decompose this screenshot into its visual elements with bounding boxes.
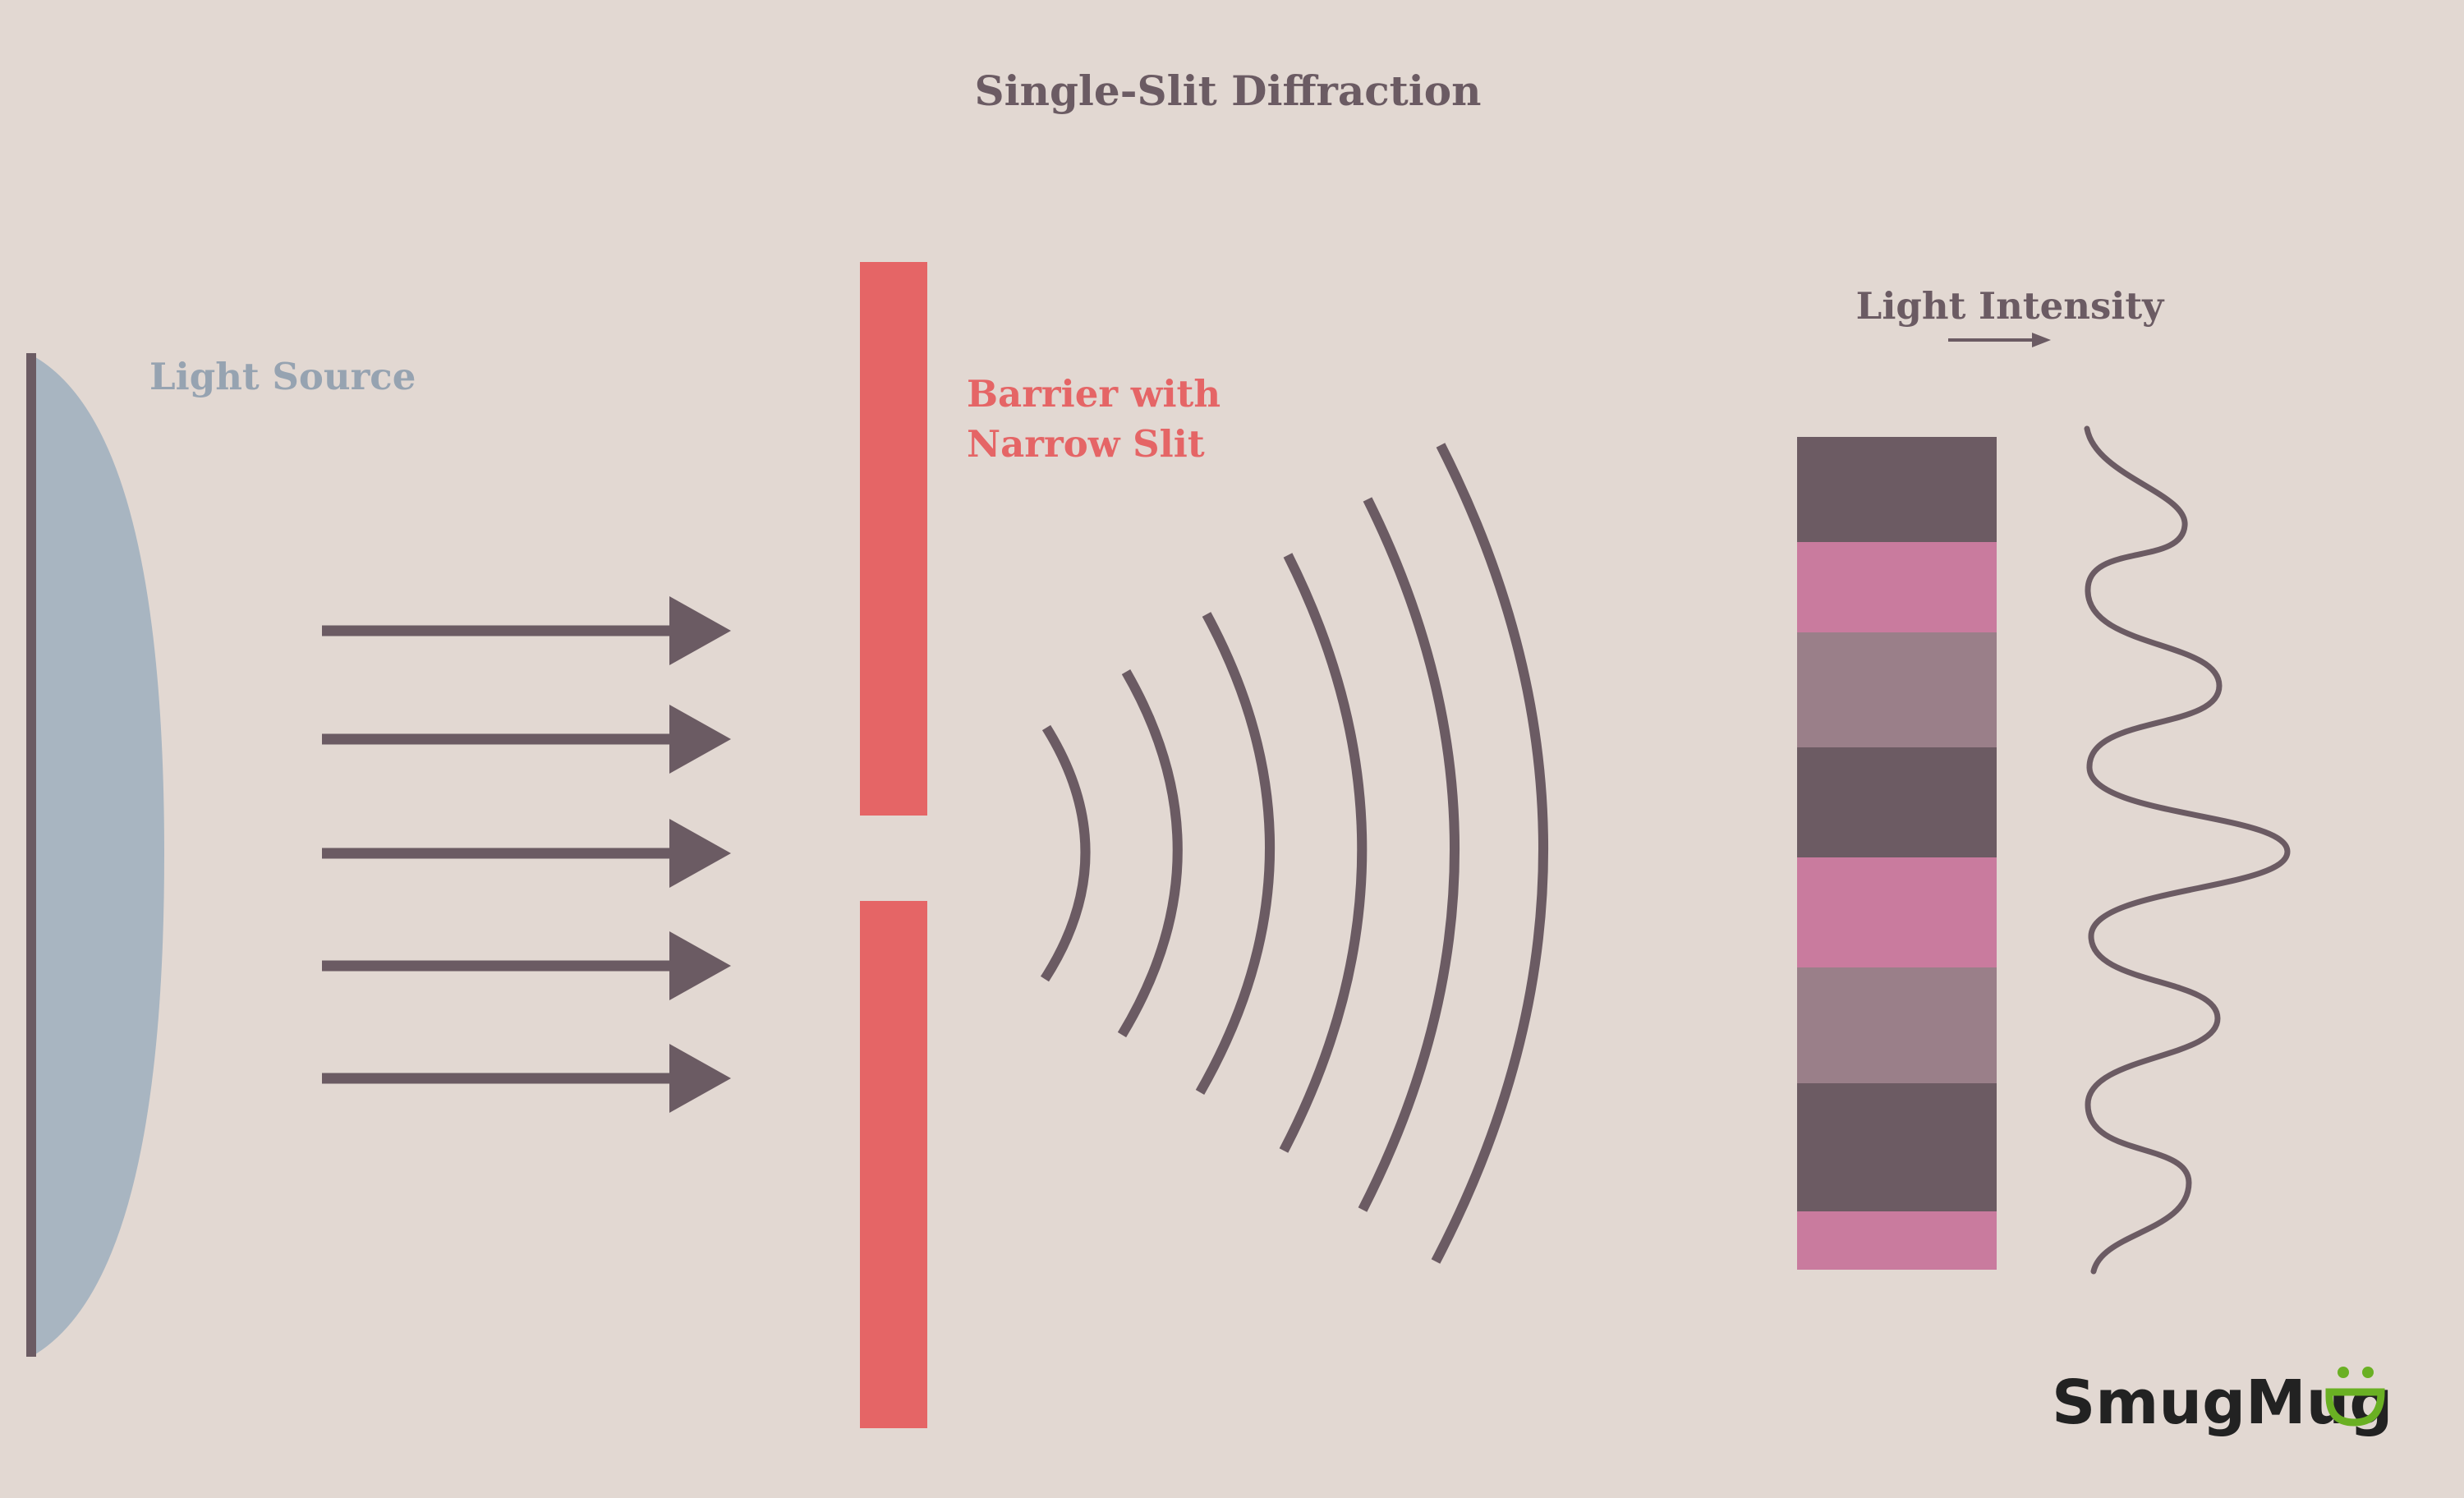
diffracted-wavefronts — [1040, 443, 1548, 1264]
incident-arrows — [322, 596, 731, 1113]
light-source — [26, 353, 164, 1357]
barrier-upper — [860, 262, 927, 816]
fringe-band-dark — [1797, 437, 1997, 542]
fringe-band-pink — [1797, 542, 1997, 632]
incident-arrow — [322, 596, 731, 665]
wavefront-arc — [1195, 612, 1275, 1095]
fringe-band-dark — [1797, 1083, 1997, 1211]
incident-arrow — [322, 1044, 731, 1113]
fringe-band-mauve — [1797, 632, 1997, 747]
light-source-lens — [31, 355, 164, 1357]
light-source-label: Light Source — [149, 355, 416, 398]
incident-arrow — [322, 931, 731, 1000]
smiley-icon — [2325, 1367, 2385, 1427]
fringe-band-mauve — [1797, 967, 1997, 1083]
barrier-lower — [860, 901, 927, 1428]
barrier-label-line2: Narrow Slit — [967, 422, 1205, 466]
logo-text: SmugMug — [2052, 1367, 2393, 1438]
intensity-arrow — [1948, 333, 2051, 347]
fringe-band-dark — [1797, 747, 1997, 857]
barrier — [860, 262, 927, 1428]
light-source-bar — [26, 353, 36, 1357]
wavefront-arc — [1279, 553, 1368, 1153]
diagram-title: Single-Slit Diffraction — [975, 67, 1482, 115]
fringe-band-pink — [1797, 857, 1997, 967]
incident-arrow — [322, 819, 731, 888]
fringe-band-pink — [1797, 1211, 1997, 1270]
wavefront-arc — [1358, 497, 1460, 1212]
barrier-label-line1: Barrier with — [967, 372, 1221, 416]
light-intensity-label: Light Intensity — [1856, 284, 2165, 328]
wavefront-arc — [1040, 724, 1091, 982]
fringe-pattern-screen — [1797, 437, 1997, 1270]
wavefront-arc — [1117, 669, 1183, 1038]
incident-arrow — [322, 705, 731, 774]
smugmug-logo: SmugMug — [2052, 1367, 2393, 1438]
intensity-curve — [2084, 425, 2291, 1275]
wavefront-arc — [1431, 443, 1548, 1264]
